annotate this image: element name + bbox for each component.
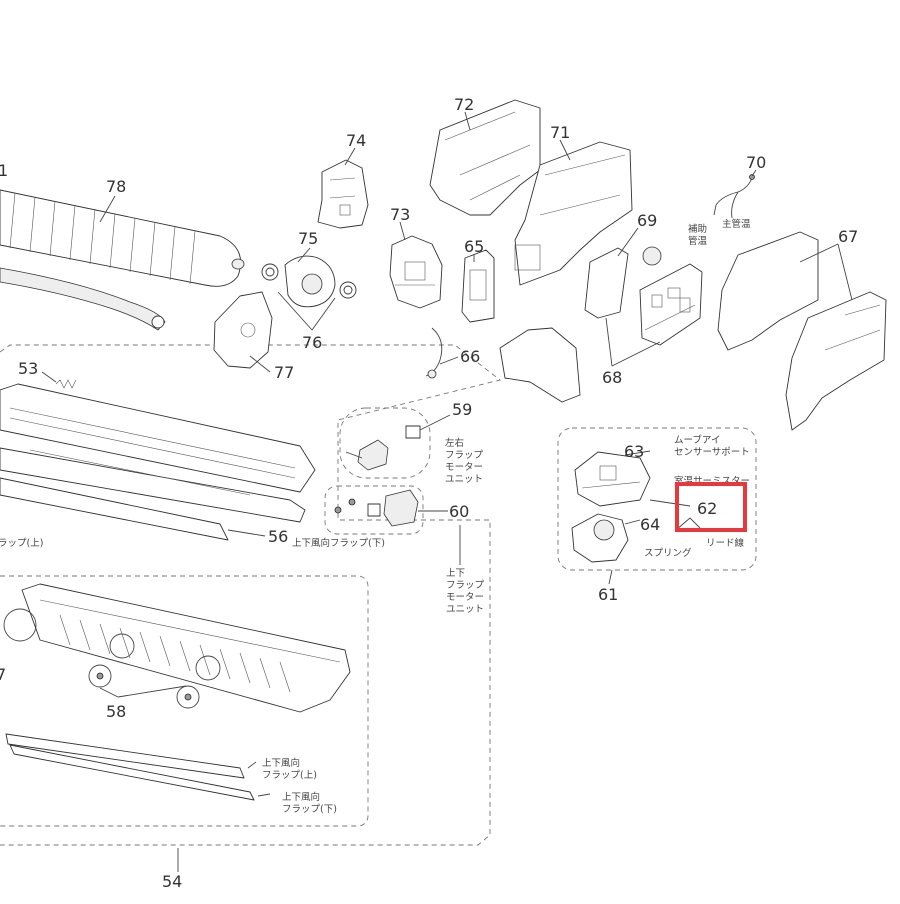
- callout-72: 72: [454, 95, 474, 114]
- thermistor-wire-62: [649, 499, 691, 507]
- callout-edge-mid: 7: [0, 665, 6, 684]
- group-60-outline: [324, 485, 424, 535]
- bracket-73-part: [389, 235, 443, 309]
- cover-72-part: [429, 99, 541, 216]
- caption-sayu-3: モーター: [445, 462, 483, 473]
- callout-67: 67: [838, 227, 858, 246]
- callout-68: 68: [602, 368, 622, 387]
- board-69-part: [584, 247, 629, 319]
- group-inner-outline: [0, 575, 369, 827]
- callout-74: 74: [346, 131, 366, 150]
- caption-flap-upper-cut: ラップ(上): [0, 538, 43, 549]
- caption-hojo-2: 管温: [688, 235, 708, 247]
- caption-flap-dn-1: 上下風向: [282, 791, 320, 803]
- callout-71: 71: [550, 123, 570, 142]
- caption-joge-4: ユニット: [446, 604, 484, 615]
- callout-numbers: 78 74 72 71 70 73 69 65 67 75 76 77 66 6…: [0, 95, 858, 891]
- caption-spring: スプリング: [644, 547, 692, 559]
- horizontal-flap-motor-59-part: [345, 425, 421, 471]
- callout-64: 64: [640, 515, 660, 534]
- fan-motor-part: [261, 255, 357, 308]
- vertical-louver-assembly-part: [21, 583, 351, 713]
- callout-62: 62: [697, 499, 717, 518]
- callout-53: 53: [18, 359, 38, 378]
- group-59-outline: [339, 407, 431, 479]
- caption-move-eye-2: センサーサポート: [674, 447, 750, 458]
- foam-strip-part: [0, 267, 166, 331]
- upper-flap-part: [5, 733, 245, 779]
- caption-flap-lower-56: 上下風向フラップ(下): [292, 537, 385, 549]
- vertical-flap-motor-60-part: [334, 489, 419, 527]
- electrical-cover-67a-part: [717, 231, 819, 351]
- caption-move-eye-1: ムーブアイ: [674, 434, 720, 446]
- callout-54: 54: [162, 872, 182, 891]
- callout-edge-top: 1: [0, 161, 8, 180]
- control-board-68-part: [639, 263, 703, 346]
- spring-53-part: [55, 379, 77, 389]
- callout-75: 75: [298, 229, 318, 248]
- callout-59: 59: [452, 400, 472, 419]
- caption-hojo-1: 補助: [688, 223, 707, 235]
- housing-71-part: [514, 141, 633, 286]
- thermistor-lead-70-part: [713, 177, 753, 216]
- cross-flow-fan-part: [0, 189, 245, 287]
- leader-lines: [41, 111, 853, 872]
- cable-66-part: [425, 327, 443, 377]
- callout-60: 60: [449, 502, 469, 521]
- callout-78: 78: [106, 177, 126, 196]
- caption-joge-2: フラップ: [446, 580, 485, 591]
- callout-73: 73: [390, 205, 410, 224]
- highlight-box-62: [675, 482, 747, 532]
- drain-assembly-part: [499, 327, 581, 403]
- caption-shu-kanon: 主管温: [722, 218, 751, 230]
- foam-strip-end: [151, 315, 165, 329]
- sensor-unit-64-part: [571, 513, 629, 563]
- caption-flap-up-1: 上下風向: [262, 757, 300, 769]
- callout-56: 56: [268, 527, 288, 546]
- group-61-outline: [557, 427, 757, 571]
- callout-66: 66: [460, 347, 480, 366]
- front-frame-part: [0, 383, 316, 541]
- electrical-cover-67b-part: [785, 291, 887, 431]
- caption-flap-up-2: フラップ(上): [262, 770, 317, 781]
- pivot-circles-58: [3, 608, 221, 709]
- caption-joge-3: モーター: [446, 592, 484, 603]
- caption-joge-1: 上下: [446, 568, 465, 579]
- callout-58: 58: [106, 702, 126, 721]
- lower-flap-part: [9, 744, 255, 801]
- callout-63: 63: [624, 442, 644, 461]
- caption-flap-dn-2: フラップ(下): [282, 804, 337, 815]
- sensor-support-63-part: [574, 451, 651, 507]
- caption-lead: リード線: [706, 537, 745, 549]
- callout-69: 69: [637, 211, 657, 230]
- part-69-detail-circle: [642, 246, 662, 266]
- bracket-74-part: [317, 159, 369, 229]
- captions: 補助 管温 主管温 左右 フラップ モーター ユニット 上下 フラップ モーター…: [0, 218, 751, 815]
- callout-76: 76: [302, 333, 322, 352]
- callout-61: 61: [598, 585, 618, 604]
- caption-sayu-2: フラップ: [445, 450, 484, 461]
- lead-wire-62: [675, 517, 701, 531]
- caption-sayu-1: 左右: [445, 437, 464, 449]
- caption-sayu-4: ユニット: [445, 474, 483, 485]
- callout-65: 65: [464, 237, 484, 256]
- sensor-board-65-part: [461, 249, 495, 323]
- callout-77: 77: [274, 363, 294, 382]
- callout-70: 70: [746, 153, 766, 172]
- bearing-housing-77-part: [213, 291, 273, 369]
